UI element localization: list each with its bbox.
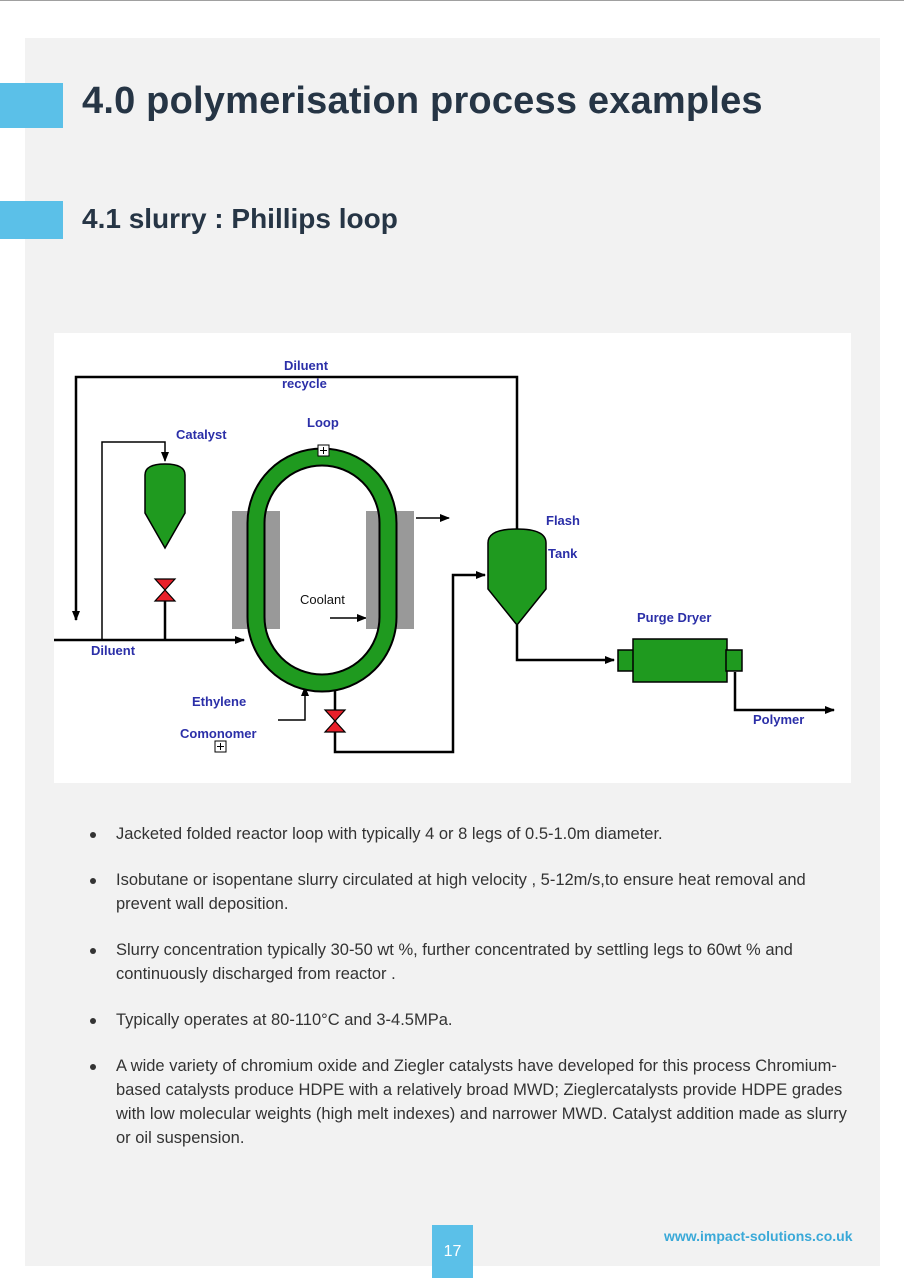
process-diagram: Diluent recycle Loop Catalyst Flash Tank… xyxy=(54,333,851,783)
loop-reactor xyxy=(248,449,396,691)
comonomer-plus-icon xyxy=(214,740,227,753)
top-rule xyxy=(0,0,904,1)
page-number: 17 xyxy=(432,1225,473,1278)
flash-label: Flash xyxy=(546,513,580,528)
list-item: Isobutane or isopentane slurry circulate… xyxy=(90,868,850,916)
heading-accent-bar xyxy=(0,83,63,128)
website-link[interactable]: www.impact-solutions.co.uk xyxy=(664,1228,853,1244)
bullet-list: Jacketed folded reactor loop with typica… xyxy=(90,822,850,1172)
catalyst-hopper xyxy=(144,463,186,550)
catalyst-valve-icon xyxy=(153,578,177,602)
ethylene-feed-arrow xyxy=(278,686,309,721)
coolant-label: Coolant xyxy=(300,592,345,607)
catalyst-label: Catalyst xyxy=(176,427,227,442)
purge-dryer-label: Purge Dryer xyxy=(637,610,711,625)
outlet-valve-icon xyxy=(323,709,347,733)
list-item: Slurry concentration typically 30-50 wt … xyxy=(90,938,850,986)
tank-label: Tank xyxy=(548,546,578,561)
section-title: 4.1 slurry : Phillips loop xyxy=(82,203,398,234)
diluent-recycle-label-1: Diluent xyxy=(284,358,329,373)
ethylene-label: Ethylene xyxy=(192,694,246,709)
loop-label: Loop xyxy=(307,415,339,430)
subheading-accent-bar xyxy=(0,201,63,239)
phillips-loop-diagram: Diluent recycle Loop Catalyst Flash Tank… xyxy=(54,358,835,754)
list-item: Jacketed folded reactor loop with typica… xyxy=(90,822,850,846)
diluent-label: Diluent xyxy=(91,643,136,658)
list-item: Typically operates at 80-110°C and 3-4.5… xyxy=(90,1008,850,1032)
diluent-recycle-label-2: recycle xyxy=(282,376,327,391)
catalyst-feed-line xyxy=(101,441,169,640)
diluent-recycle-line xyxy=(72,375,519,621)
page-title: 4.0 polymerisation process examples xyxy=(82,80,763,122)
purge-dryer-left-cap xyxy=(617,649,635,672)
flash-to-dryer-line xyxy=(515,625,615,664)
flash-tank xyxy=(487,528,547,627)
purge-dryer-right-cap xyxy=(725,649,743,672)
polymer-outlet-line xyxy=(733,672,835,714)
list-item: A wide variety of chromium oxide and Zie… xyxy=(90,1054,850,1150)
comonomer-label: Comonomer xyxy=(180,726,257,741)
polymer-label: Polymer xyxy=(753,712,804,727)
purge-dryer xyxy=(632,638,728,683)
loop-plus-icon xyxy=(317,444,330,457)
